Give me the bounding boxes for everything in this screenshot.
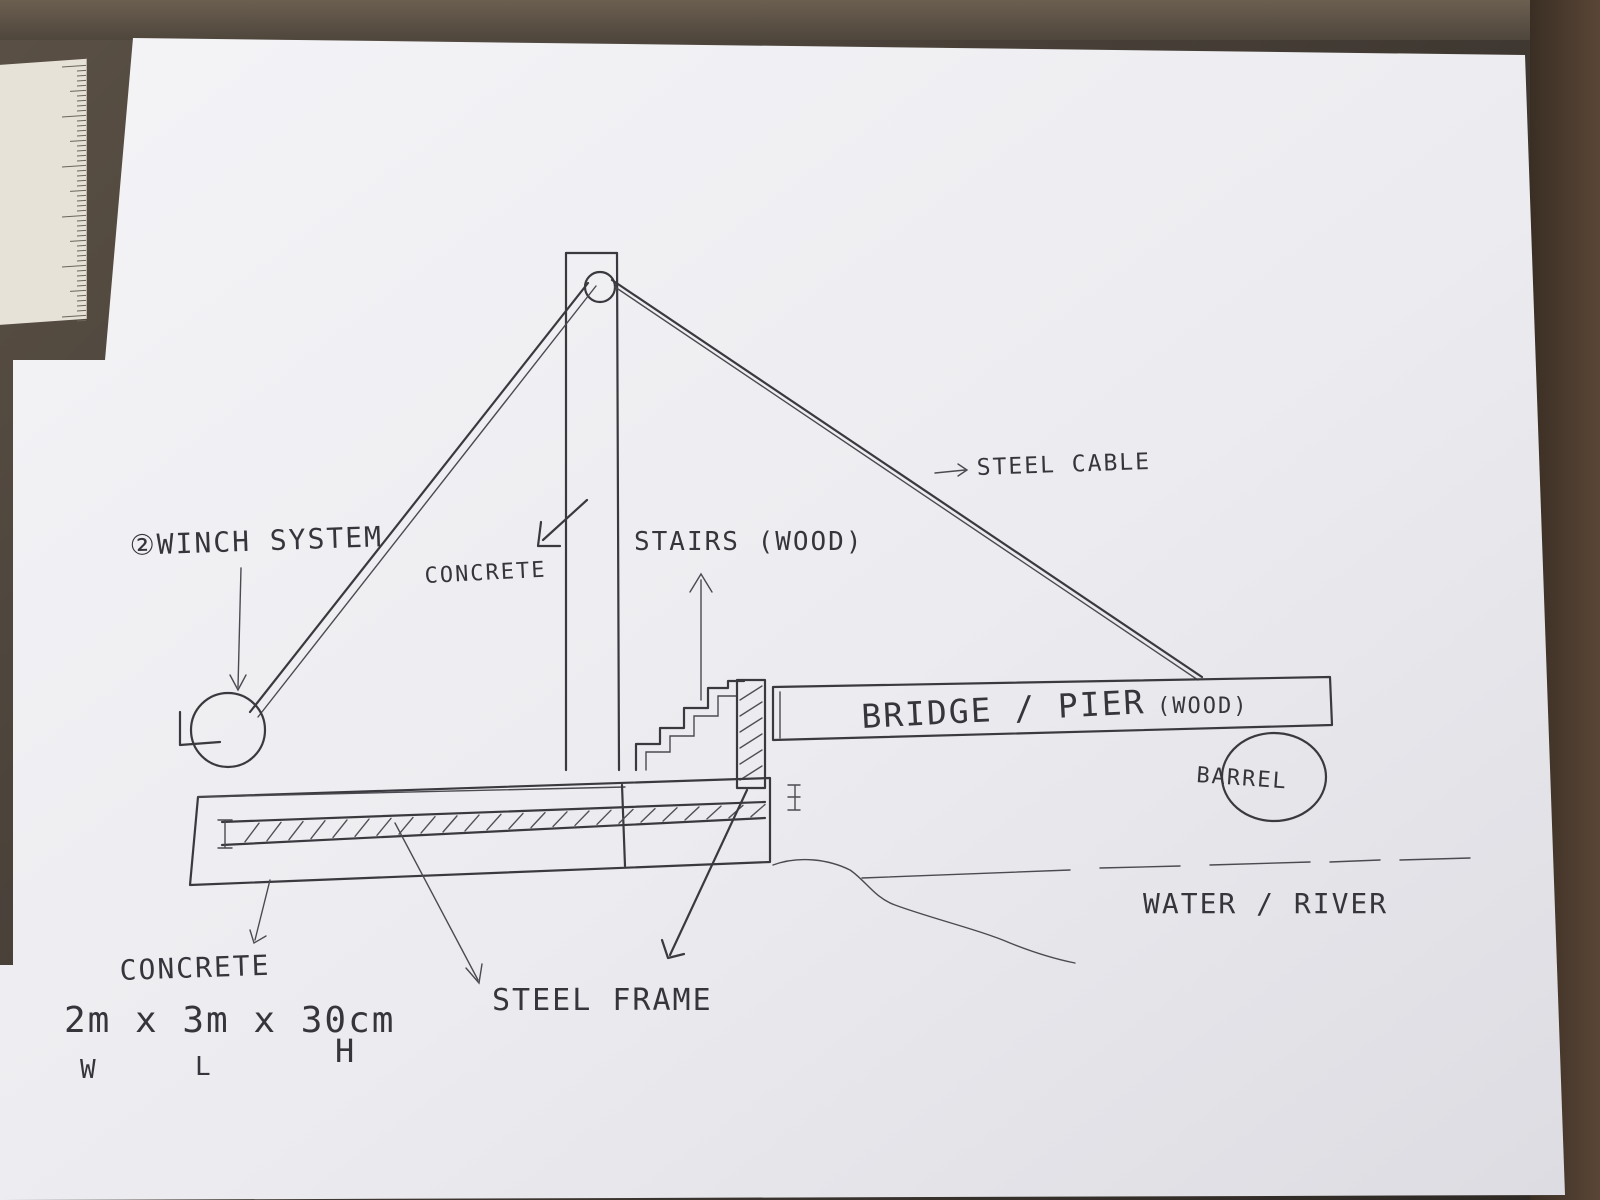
hatch-line (288, 820, 304, 841)
hatch-line (662, 807, 678, 822)
cable-left (248, 281, 597, 718)
stairs-arrow (689, 572, 713, 701)
hatch-line (552, 811, 568, 828)
bridge-label: BRIDGE / PIER (860, 682, 1146, 736)
steel-frame-arrow (394, 822, 483, 985)
barrel-icon (1220, 731, 1328, 823)
dim-l-label: L (195, 1052, 213, 1082)
bridge-deck (771, 675, 1334, 742)
dim-h-label: H (335, 1032, 356, 1070)
winch-arrow (229, 567, 247, 692)
hatch-line (310, 820, 326, 840)
hatch-line (618, 808, 634, 824)
hatch-line (706, 805, 722, 820)
concrete-pole-label: CONCRETE (424, 558, 547, 589)
hatch-line (332, 819, 348, 839)
steel-cable (610, 278, 1204, 681)
paper-surface (0, 38, 1565, 1200)
dim-w-label: W (80, 1055, 98, 1085)
hatch-line (684, 806, 700, 821)
hatch-line (442, 815, 458, 833)
steel-cable-label: STEEL CABLE (976, 449, 1151, 481)
concrete-pole (564, 251, 621, 772)
winch-label: ②WINCH SYSTEM (129, 520, 383, 562)
winch-icon (178, 691, 267, 769)
stairs-label: STAIRS (WOOD) (634, 527, 864, 557)
hatch-line (596, 809, 612, 826)
desk-surface (0, 0, 1600, 40)
hatch-line (376, 817, 392, 836)
pulley-icon (583, 270, 617, 304)
hatch-line (750, 803, 766, 818)
base-concrete-label: CONCRETE (119, 949, 271, 987)
hatch-line (486, 813, 502, 831)
hatch-line (574, 810, 590, 827)
hatch-line (266, 821, 282, 842)
bridge-material-label: (WOOD) (1157, 694, 1248, 719)
hatch-line (354, 818, 370, 838)
hatch-line (464, 814, 480, 832)
post-arrow (660, 788, 749, 960)
hatch-line (398, 816, 414, 835)
dimensions-label: 2m x 3m x 30cm (64, 1000, 395, 1041)
hatch-line (508, 812, 524, 830)
water-label: WATER / RIVER (1143, 887, 1388, 920)
hatch-line (530, 811, 546, 829)
water-line (861, 857, 1471, 879)
stairs (634, 679, 746, 772)
bracket-mark (787, 784, 801, 811)
base-arrow (249, 879, 271, 945)
hatch-line (420, 815, 436, 834)
cable-label-arrow (934, 463, 969, 477)
barrel-label: BARREL (1196, 763, 1289, 794)
riverbank (772, 858, 1076, 964)
steel-frame-label: STEEL FRAME (492, 983, 713, 1018)
hatch-line (244, 822, 260, 843)
steel-frame (217, 800, 767, 849)
concrete-arrow (536, 498, 589, 548)
steel-post (735, 678, 767, 790)
hatch-line (640, 807, 656, 823)
